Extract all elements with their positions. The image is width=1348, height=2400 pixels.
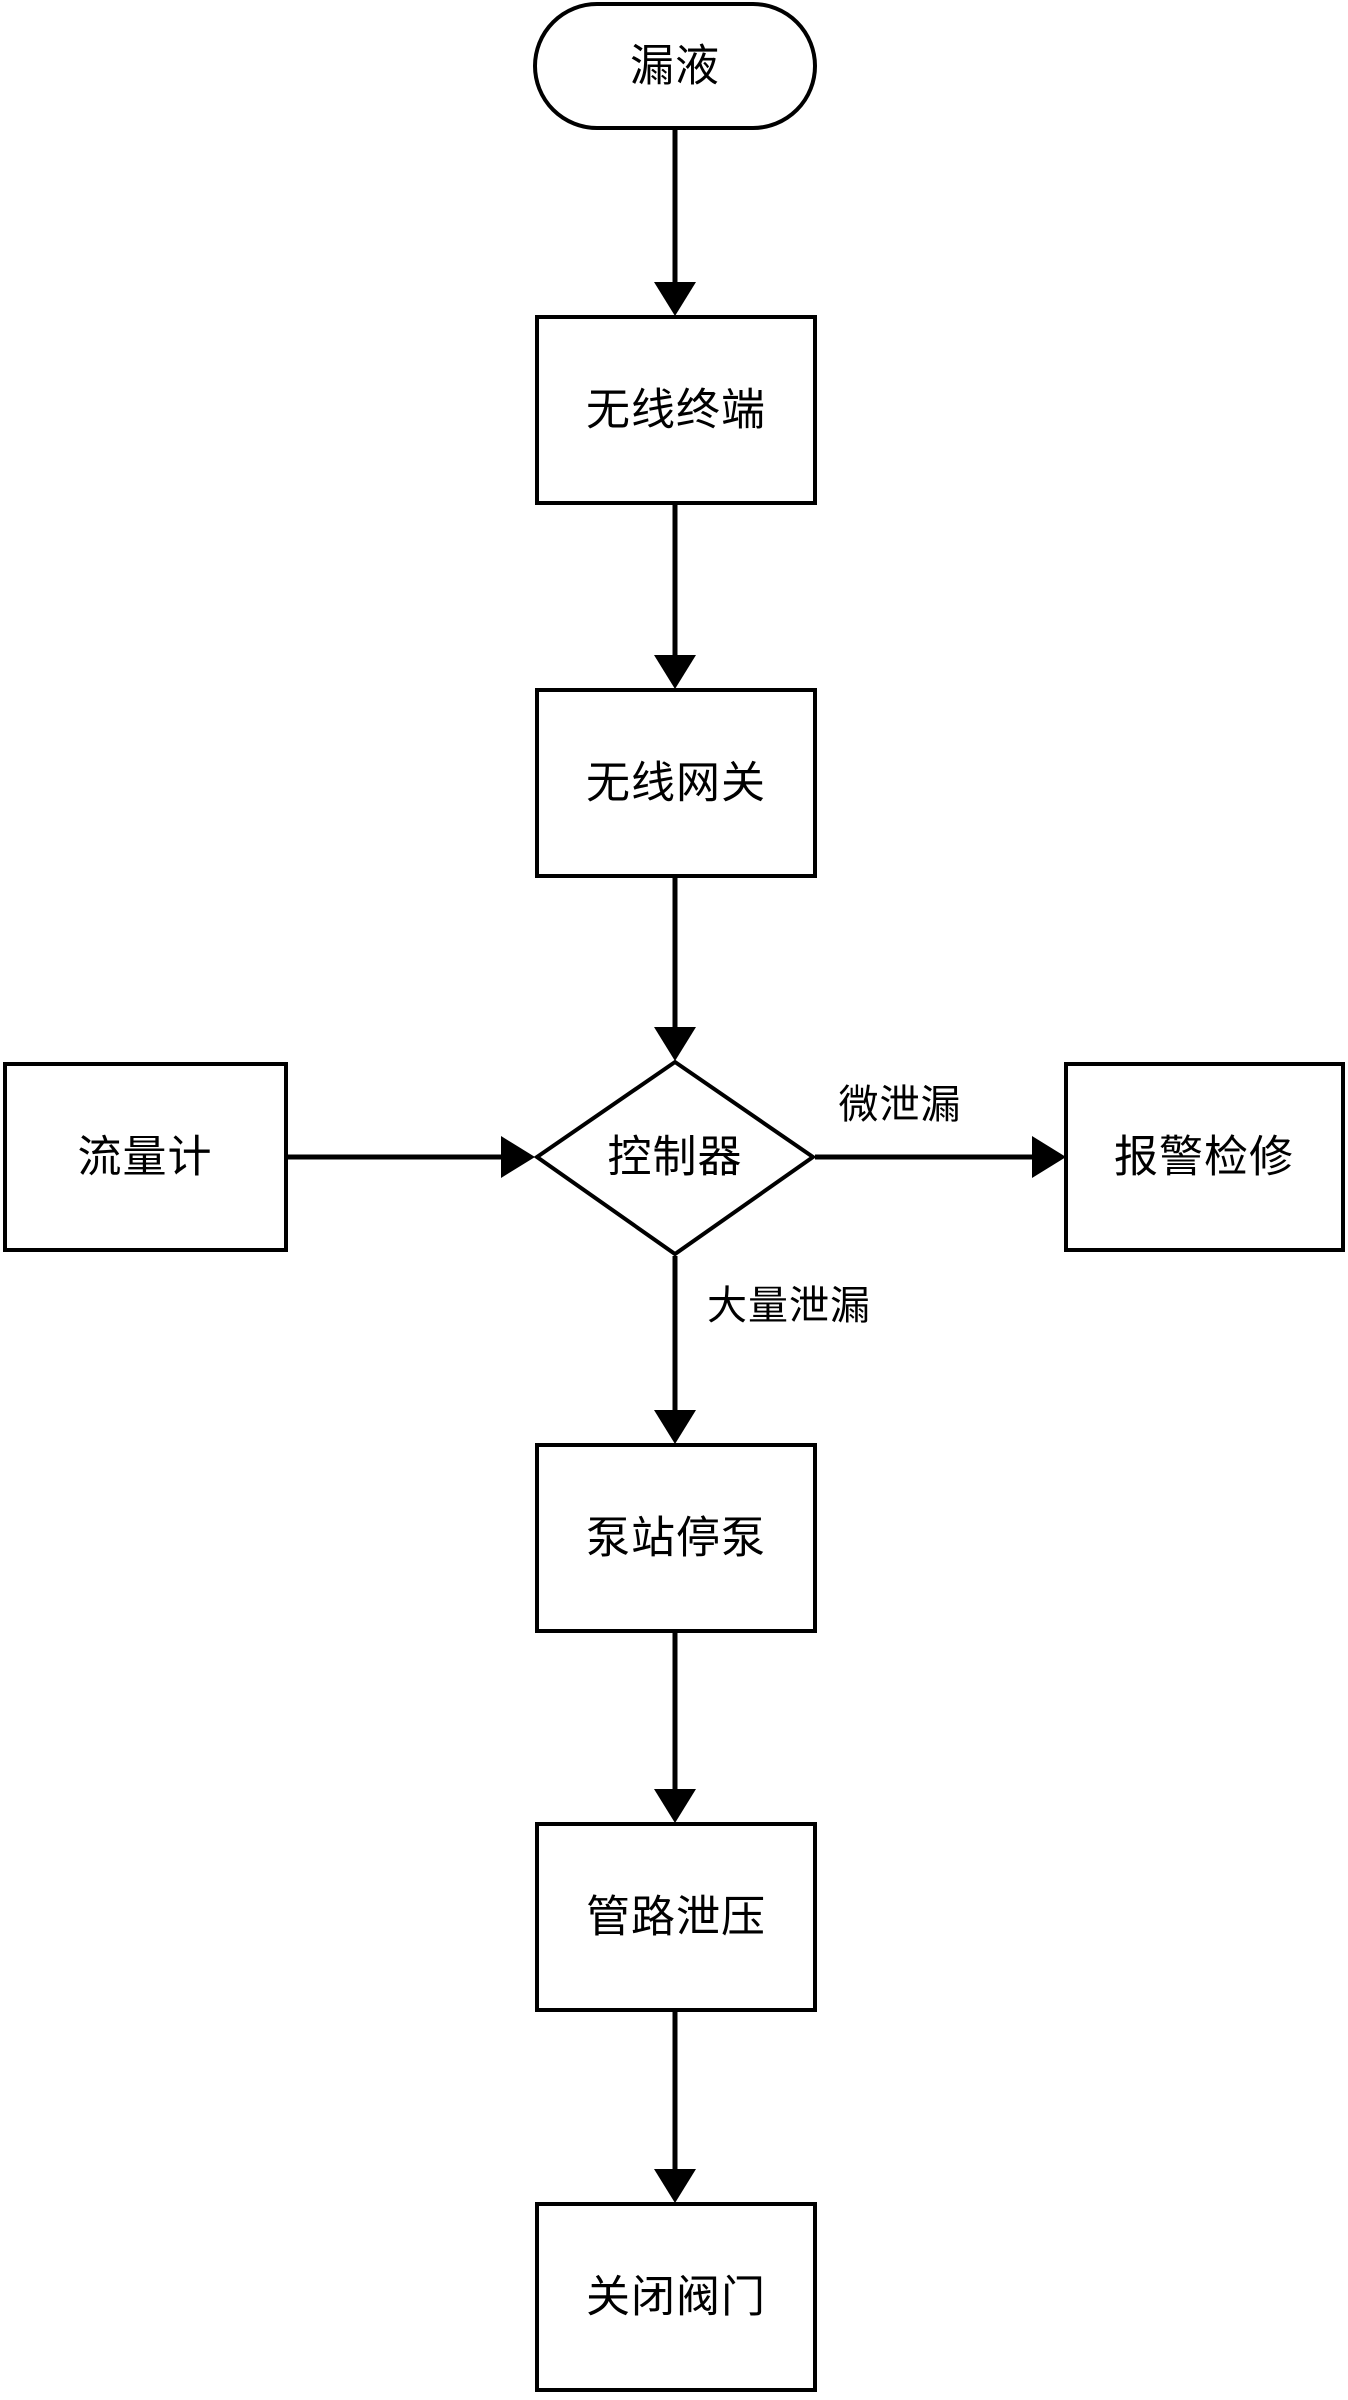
edge-terminal-to-gateway [654,505,696,689]
node-leak[interactable]: 漏液 [533,2,817,130]
edge-pipe-to-valve [654,2012,696,2203]
node-label-alarm-repair: 报警检修 [1114,1132,1294,1183]
arrowhead-down-icon [654,1789,696,1823]
node-label-pump-stop: 泵站停泵 [586,1513,766,1564]
edge-gateway-to-controller [654,878,696,1061]
node-shape-stadium [533,2,817,130]
edge-meter-to-controller [288,1136,535,1178]
arrowhead-down-icon [654,1027,696,1061]
node-label-wireless-gateway: 无线网关 [586,758,766,809]
node-wireless-terminal[interactable]: 无线终端 [535,315,817,505]
node-shape-diamond [533,1059,817,1257]
node-shape-rect [535,315,817,505]
arrowhead-down-icon [654,282,696,316]
node-alarm-repair[interactable]: 报警检修 [1064,1062,1345,1252]
node-shape-rect [535,1822,817,2012]
arrowhead-down-icon [654,1410,696,1444]
edge-label-minor-leak: 微泄漏 [839,1082,962,1128]
node-label-close-valve: 关闭阀门 [586,2272,766,2323]
node-shape-rect [535,2202,817,2392]
node-label-leak: 漏液 [630,41,720,92]
node-label-pipe-depressurize: 管路泄压 [586,1892,766,1943]
node-shape-rect [3,1062,288,1252]
node-controller[interactable]: 控制器 [533,1059,817,1257]
edge-controller-to-alarm: 微泄漏 [815,1082,1066,1178]
arrowhead-down-icon [654,655,696,689]
node-label-flow-meter: 流量计 [78,1132,213,1183]
node-flow-meter[interactable]: 流量计 [3,1062,288,1252]
node-wireless-gateway[interactable]: 无线网关 [535,688,817,878]
arrowhead-right-icon [501,1136,535,1178]
edge-leak-to-terminal [654,130,696,316]
edge-pump-to-pipe [654,1633,696,1823]
node-shape-rect [535,688,817,878]
edge-label-major-leak: 大量泄漏 [707,1283,871,1329]
arrowhead-down-icon [654,2169,696,2203]
node-pump-stop[interactable]: 泵站停泵 [535,1443,817,1633]
node-shape-rect [1064,1062,1345,1252]
node-pipe-depressurize[interactable]: 管路泄压 [535,1822,817,2012]
edge-controller-to-pump: 大量泄漏 [654,1256,871,1444]
node-label-controller: 控制器 [608,1132,743,1183]
node-close-valve[interactable]: 关闭阀门 [535,2202,817,2392]
arrowhead-right-icon [1032,1136,1066,1178]
node-label-wireless-terminal: 无线终端 [586,385,766,436]
node-shape-rect [535,1443,817,1633]
